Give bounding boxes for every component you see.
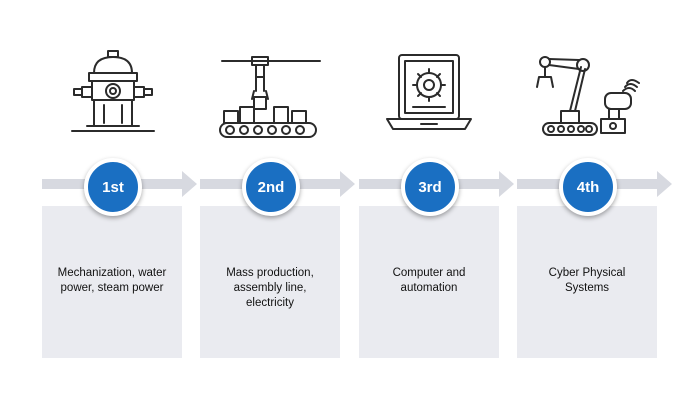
stage-badge: 3rd	[401, 158, 459, 216]
fire-hydrant-icon	[42, 45, 182, 140]
stage-1: Mechanization, water power, steam power …	[42, 0, 197, 400]
stage-badge: 1st	[84, 158, 142, 216]
stage-3: Computer and automation 3rd	[359, 0, 514, 400]
computer-gear-icon	[359, 45, 499, 140]
stage-4: Cyber Physical Systems 4th	[517, 0, 672, 400]
stage-card: Computer and automation	[359, 206, 499, 358]
stage-card: Cyber Physical Systems	[517, 206, 657, 358]
stage-badge: 2nd	[242, 158, 300, 216]
stage-2: Mass production, assembly line, electric…	[200, 0, 355, 400]
stage-card: Mechanization, water power, steam power	[42, 206, 182, 358]
robot-arm-icon	[517, 45, 657, 140]
stage-description: Cyber Physical Systems	[548, 267, 626, 294]
stage-card: Mass production, assembly line, electric…	[200, 206, 340, 358]
stage-badge: 4th	[559, 158, 617, 216]
stage-description: Computer and automation	[392, 267, 466, 294]
stage-description: Mass production, assembly line, electric…	[226, 267, 314, 309]
stage-description: Mechanization, water power, steam power	[57, 267, 167, 294]
assembly-line-icon	[200, 45, 340, 140]
